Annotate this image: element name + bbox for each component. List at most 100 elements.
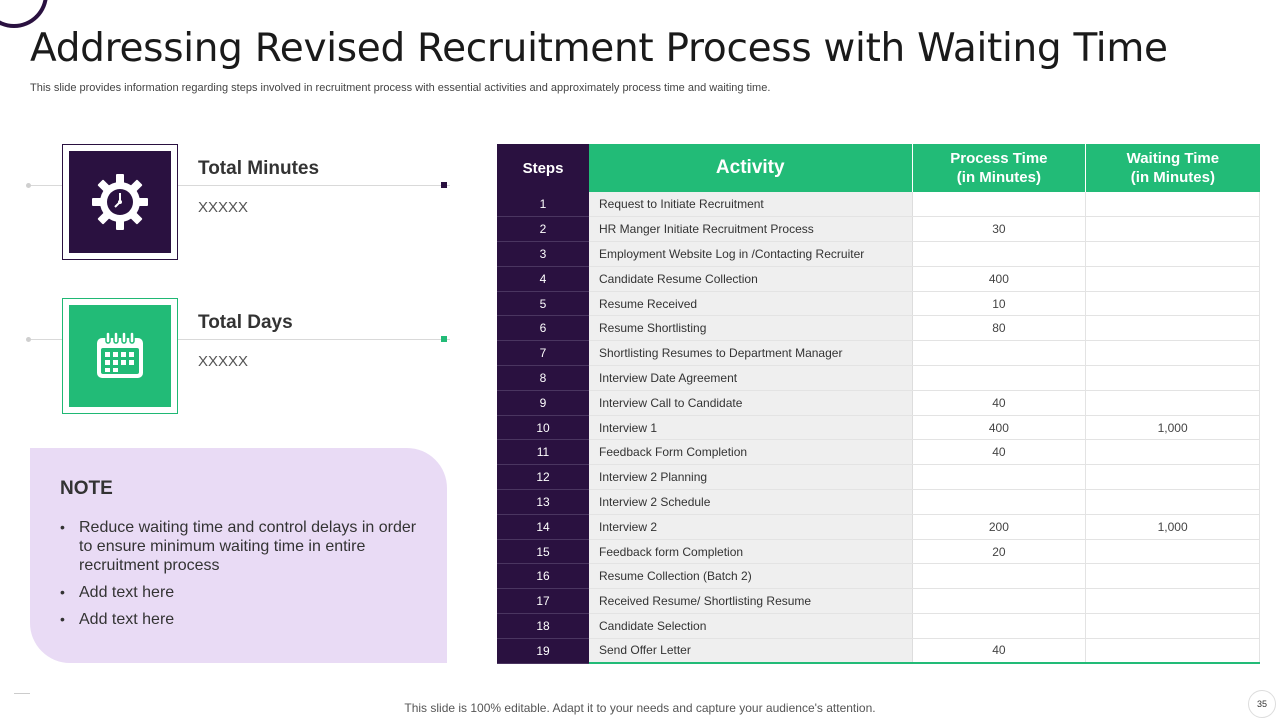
activity-cell: Received Resume/ Shortlisting Resume (589, 588, 913, 615)
step-cell: 6 (497, 315, 589, 342)
total-minutes-value: XXXXX (198, 199, 249, 216)
icon-frame (62, 298, 178, 414)
note-card: NOTE Reduce waiting time and control del… (30, 448, 447, 663)
process-time-cell (912, 563, 1087, 590)
activity-cell: Interview 1 (589, 415, 913, 441)
waiting-time-cell (1085, 315, 1260, 342)
activity-cell: Employment Website Log in /Contacting Re… (589, 241, 913, 267)
icon-box (69, 305, 171, 407)
process-time-cell: 80 (912, 315, 1087, 342)
activity-cell: Interview Call to Candidate (589, 390, 913, 416)
footer-note: This slide is 100% editable. Adapt it to… (404, 701, 876, 715)
process-time-cell (912, 588, 1087, 615)
page-subtitle: This slide provides information regardin… (30, 82, 771, 94)
process-time-cell (912, 192, 1087, 218)
step-cell: 14 (497, 514, 589, 540)
icon-frame (62, 144, 178, 260)
step-cell: 17 (497, 588, 589, 615)
step-cell: 16 (497, 563, 589, 590)
note-title: NOTE (60, 478, 113, 499)
process-time-cell (912, 241, 1087, 267)
connector-line (30, 185, 450, 186)
process-time-cell (912, 464, 1087, 491)
process-time-cell (912, 365, 1087, 391)
process-time-cell (912, 489, 1087, 515)
corner-mark (14, 693, 30, 694)
waiting-time-cell (1085, 439, 1260, 466)
recruitment-process-table: Steps Activity Process Time (in Minutes)… (497, 144, 1260, 665)
activity-cell: Feedback form Completion (589, 539, 913, 565)
activity-cell: Interview Date Agreement (589, 365, 913, 391)
process-time-cell: 40 (912, 638, 1087, 665)
page-title: Addressing Revised Recruitment Process w… (30, 26, 1168, 71)
waiting-time-cell: 1,000 (1085, 415, 1260, 441)
connector-line (30, 339, 450, 340)
activity-cell: Shortlisting Resumes to Department Manag… (589, 340, 913, 367)
activity-cell: Send Offer Letter (589, 638, 913, 665)
header-activity: Activity (589, 144, 912, 192)
header-process-line2: (in Minutes) (956, 169, 1041, 186)
process-time-cell: 30 (912, 216, 1087, 243)
page-number: 35 (1248, 690, 1276, 718)
header-process-line1: Process Time (950, 150, 1048, 167)
header-waiting-line2: (in Minutes) (1130, 169, 1215, 186)
total-days-card: Total Days XXXXX (26, 298, 450, 414)
waiting-time-cell: 1,000 (1085, 514, 1260, 540)
waiting-time-cell (1085, 365, 1260, 391)
corner-decoration (0, 0, 48, 28)
connector-square (441, 182, 447, 188)
activity-cell: Resume Collection (Batch 2) (589, 563, 913, 590)
connector-dot (26, 183, 31, 188)
step-cell: 3 (497, 241, 589, 267)
process-time-cell: 40 (912, 439, 1087, 466)
step-cell: 13 (497, 489, 589, 515)
step-cell: 10 (497, 415, 589, 441)
total-days-label: Total Days (198, 312, 293, 333)
activity-cell: HR Manger Initiate Recruitment Process (589, 216, 913, 243)
waiting-time-cell (1085, 241, 1260, 267)
waiting-time-cell (1085, 588, 1260, 615)
step-cell: 2 (497, 216, 589, 243)
waiting-time-cell (1085, 216, 1260, 243)
waiting-time-cell (1085, 266, 1260, 292)
waiting-time-cell (1085, 638, 1260, 665)
step-cell: 4 (497, 266, 589, 292)
connector-square (441, 336, 447, 342)
header-steps: Steps (497, 144, 589, 192)
waiting-time-cell (1085, 390, 1260, 416)
activity-cell: Candidate Resume Collection (589, 266, 913, 292)
activity-cell: Resume Received (589, 291, 913, 317)
step-cell: 7 (497, 340, 589, 367)
calendar-icon (97, 331, 143, 378)
activity-cell: Interview 2 (589, 514, 913, 540)
process-time-cell: 10 (912, 291, 1087, 317)
table-header-row: Steps Activity Process Time (in Minutes)… (497, 144, 1260, 192)
step-cell: 9 (497, 390, 589, 416)
waiting-time-cell (1085, 563, 1260, 590)
step-cell: 12 (497, 464, 589, 491)
waiting-time-cell (1085, 613, 1260, 639)
header-waiting-line1: Waiting Time (1126, 150, 1220, 167)
step-cell: 19 (497, 638, 589, 664)
step-cell: 8 (497, 365, 589, 391)
header-process-time: Process Time (in Minutes) (911, 144, 1086, 192)
step-cell: 15 (497, 539, 589, 565)
note-bullet: Add text here (60, 610, 417, 629)
note-list: Reduce waiting time and control delays i… (60, 518, 417, 629)
activity-cell: Feedback Form Completion (589, 439, 913, 466)
